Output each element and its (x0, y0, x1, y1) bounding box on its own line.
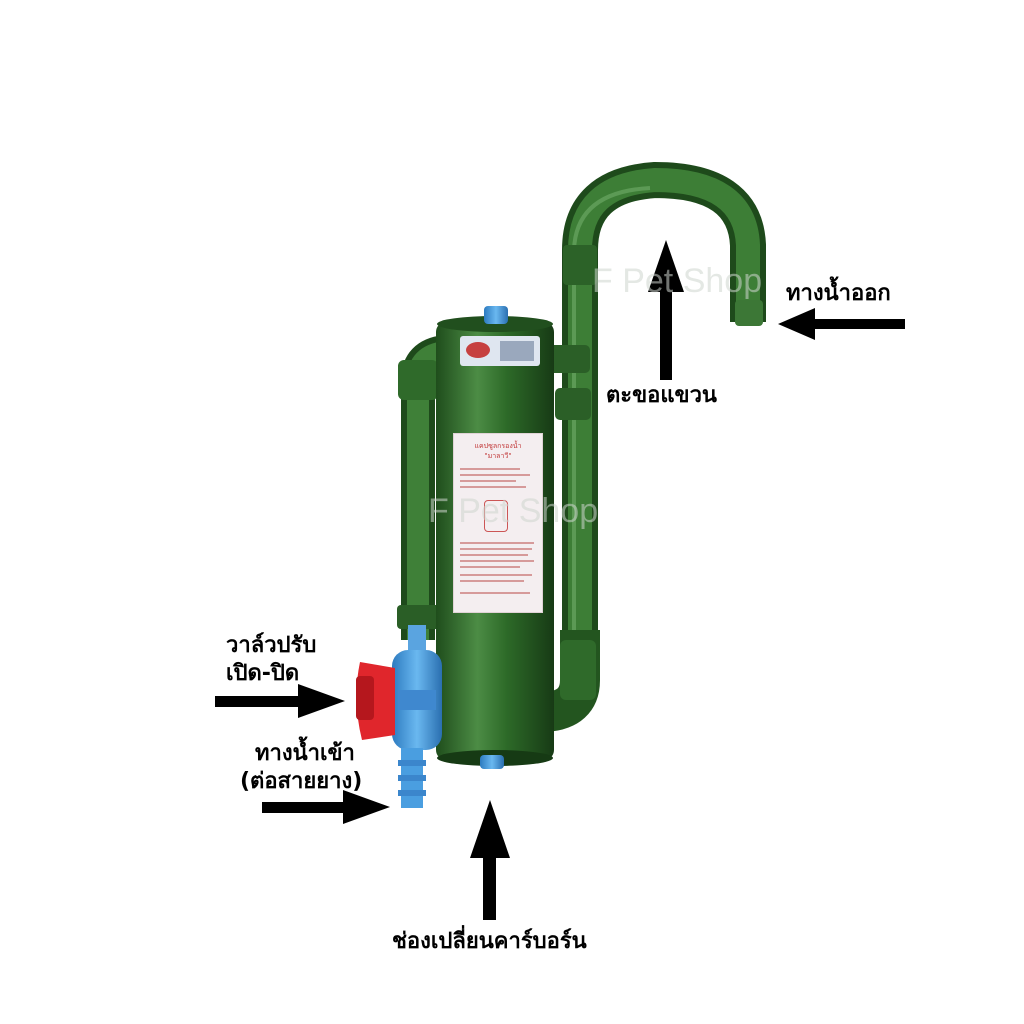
product-label-title: แคปซูลกรองน้ำ (474, 442, 522, 450)
arrow-water-inlet (262, 790, 390, 824)
outlet-hook-pipe (562, 161, 766, 640)
arrow-valve (215, 684, 345, 718)
valve-assembly (356, 625, 442, 808)
label-valve-line2: เปิด-ปิด (226, 661, 300, 686)
bottom-cap (480, 755, 504, 769)
product-label-subtitle: "มาลาวี" (484, 452, 512, 460)
label-water-inlet-line1: ทางน้ำเข้า (255, 741, 355, 766)
filter-diagram-icon (484, 500, 508, 532)
label-water-inlet-line2: (ต่อสายยาง) (240, 769, 363, 794)
label-valve-line1: วาล์วปรับ (226, 633, 317, 658)
watermark-middle: F Pet Shop (428, 492, 599, 530)
label-carbon-change: ช่องเปลี่ยนคาร์บอร์น (392, 929, 587, 954)
product-label-sticker: แคปซูลกรองน้ำ "มาลาวี" (453, 433, 543, 613)
arrow-water-outlet (778, 308, 905, 340)
watermark-top: F Pet Shop (592, 262, 763, 300)
arrow-hanging-hook (648, 240, 684, 380)
arrow-carbon-change (470, 800, 510, 920)
label-water-outlet: ทางน้ำออก (786, 281, 891, 306)
top-cap (484, 306, 508, 324)
label-hanging-hook: ตะขอแขวน (606, 383, 717, 408)
